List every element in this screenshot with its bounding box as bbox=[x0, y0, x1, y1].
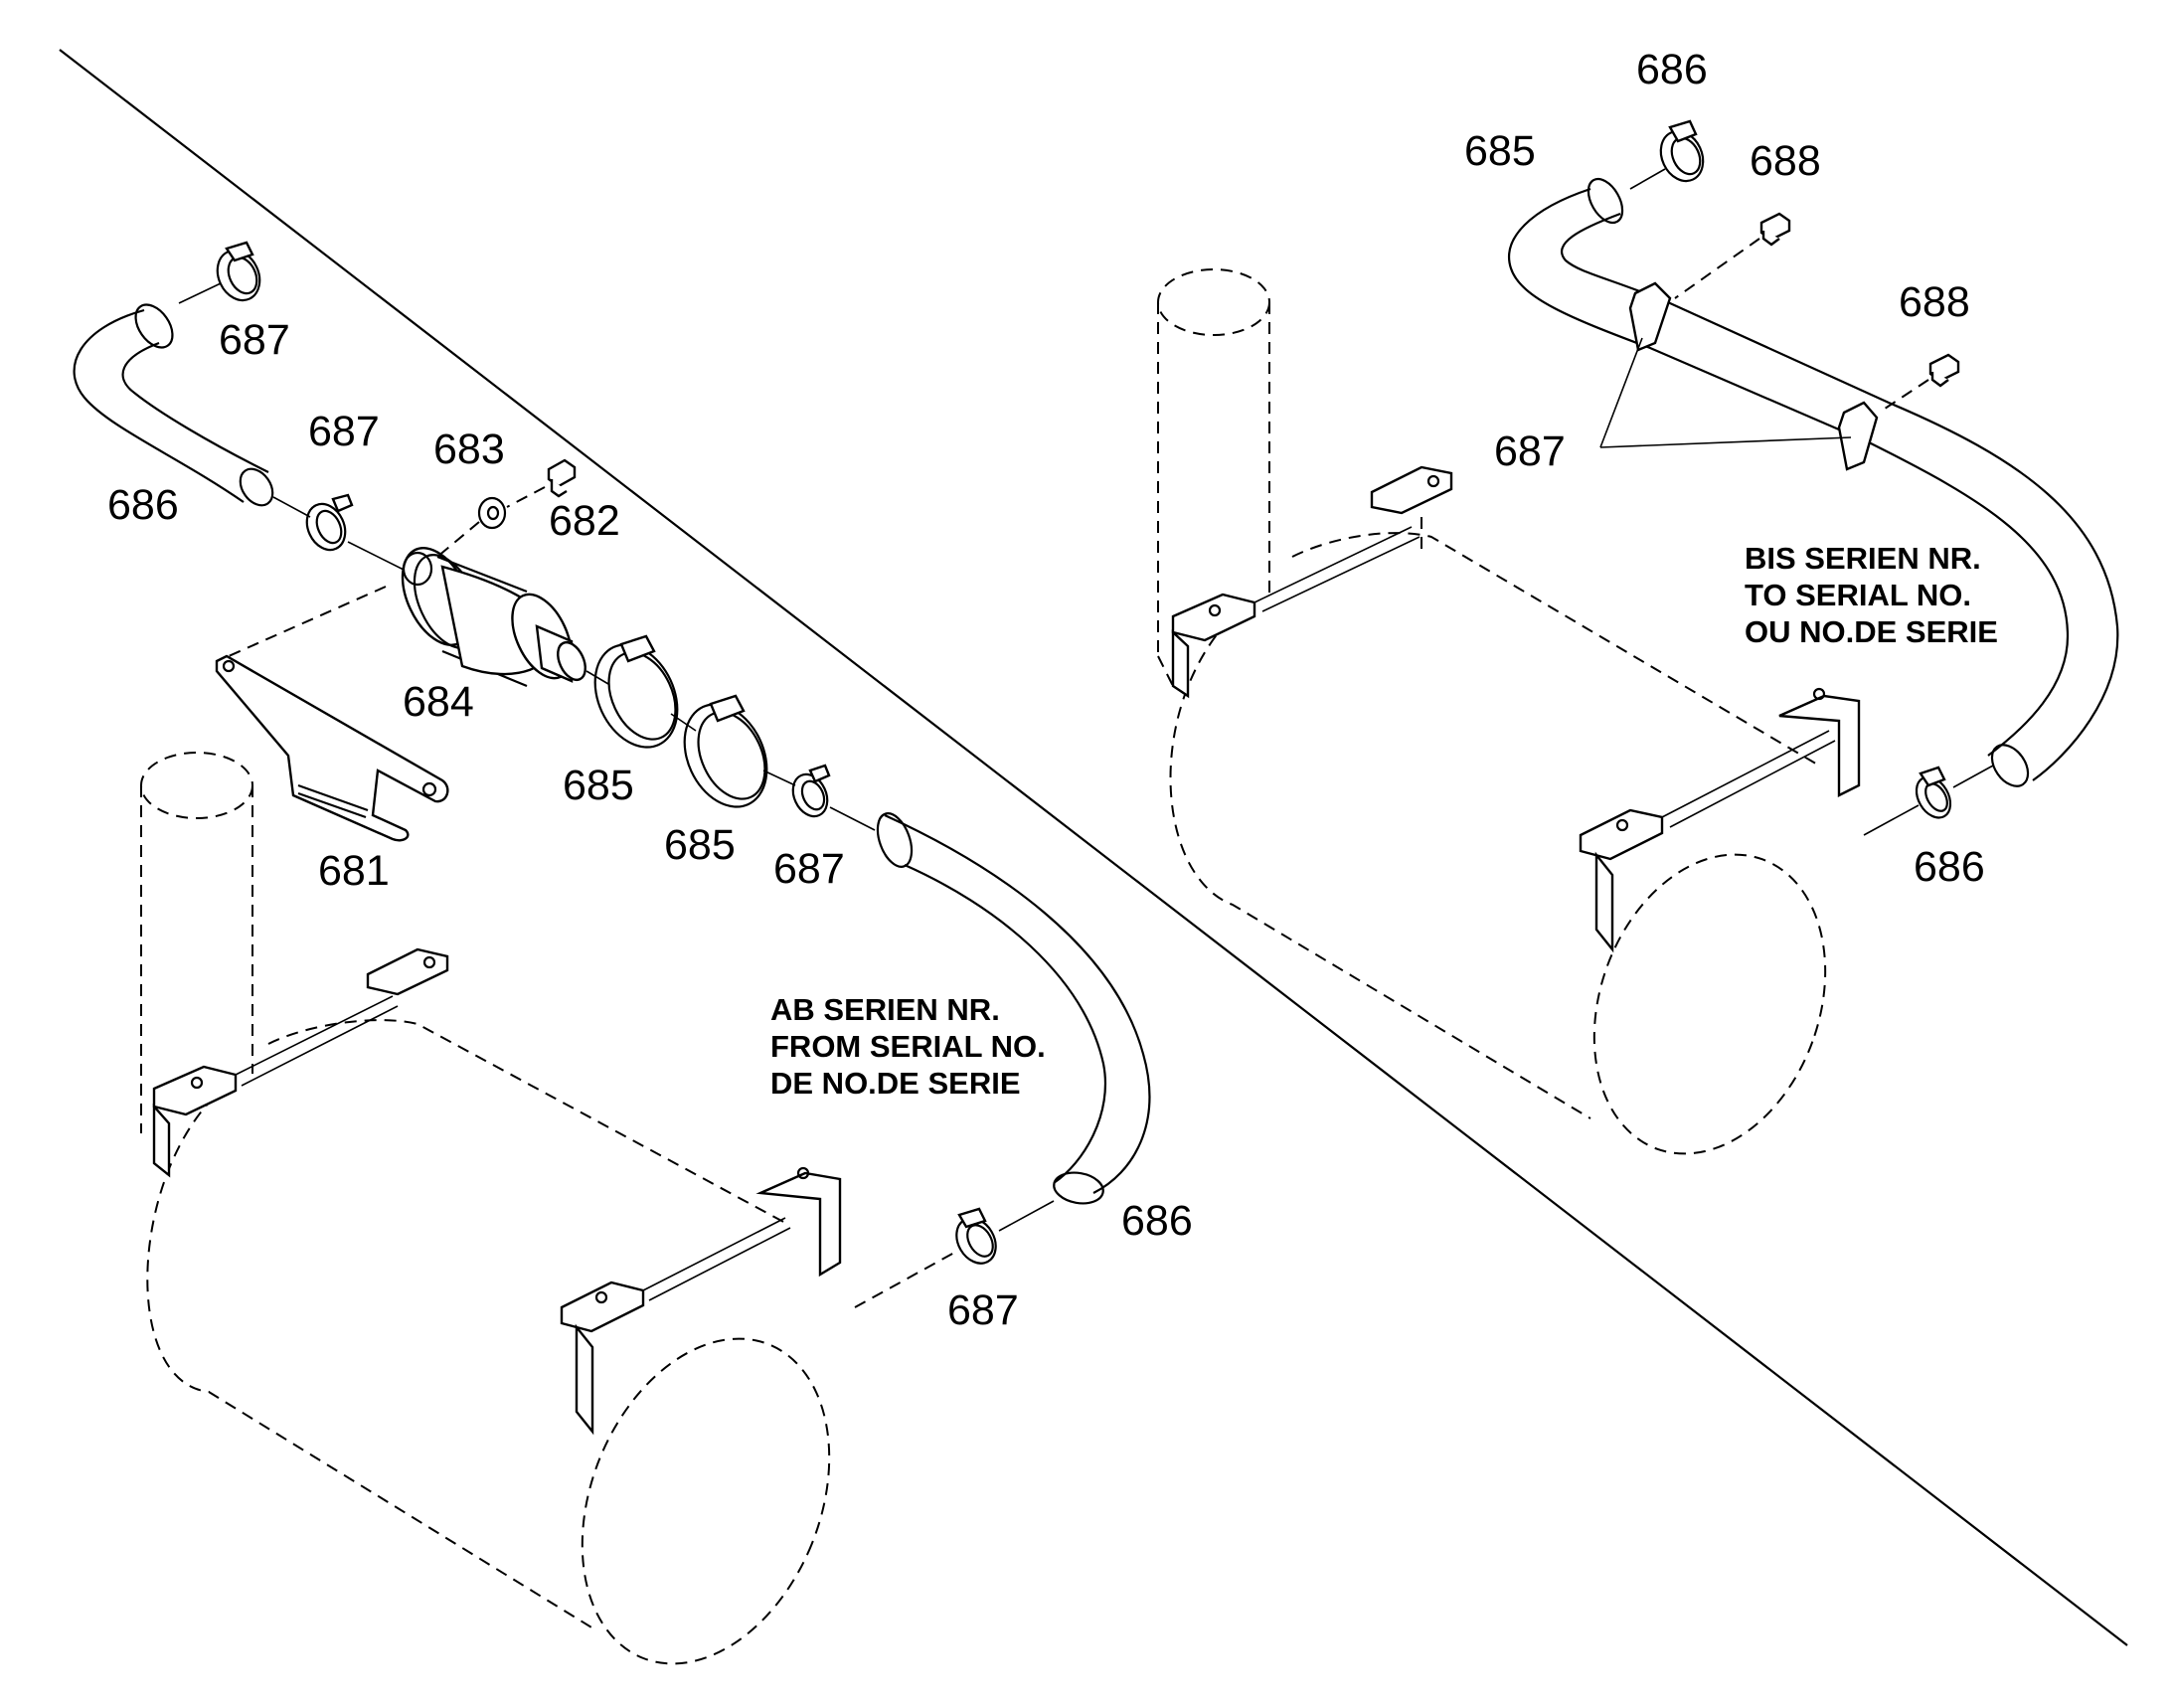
callout-687: 687 bbox=[219, 316, 290, 364]
left-washer-683 bbox=[477, 496, 507, 530]
note-left-line-2: FROM SERIAL NO. bbox=[770, 1029, 1046, 1064]
left-muffler bbox=[146, 1019, 831, 1665]
left-hose-686-top bbox=[73, 303, 274, 507]
left-clamp-687-centre bbox=[791, 764, 876, 831]
note-right-line-1: BIS SERIEN NR. bbox=[1745, 541, 1981, 576]
right-screws-688 bbox=[1674, 212, 1960, 414]
callout-686: 686 bbox=[1636, 46, 1708, 93]
callout-685: 685 bbox=[1464, 127, 1536, 175]
callout-681: 681 bbox=[318, 847, 390, 895]
callout-687: 687 bbox=[1494, 427, 1566, 475]
left-clamps-685 bbox=[585, 634, 796, 808]
right-pipe-685 bbox=[1508, 177, 2119, 787]
callout-685: 685 bbox=[664, 821, 736, 869]
callout-683: 683 bbox=[433, 426, 505, 473]
right-hose-clamp-686-top bbox=[1629, 119, 1705, 190]
right-exhaust-stack bbox=[1157, 268, 1270, 687]
note-right-line-2: TO SERIAL NO. bbox=[1745, 578, 1971, 612]
note-left-line-1: AB SERIEN NR. bbox=[770, 992, 1000, 1027]
callout-687: 687 bbox=[308, 408, 380, 455]
callout-686: 686 bbox=[1914, 843, 1985, 891]
callout-685: 685 bbox=[563, 762, 634, 809]
callout-687: 687 bbox=[947, 1286, 1019, 1334]
callout-labels: 686 685 688 688 687 686 687 686 687 683 … bbox=[107, 46, 1985, 1334]
callout-682: 682 bbox=[549, 497, 620, 545]
left-clamp-687-top bbox=[178, 241, 261, 304]
callout-688: 688 bbox=[1750, 137, 1821, 185]
right-hose-clamp-686-lower bbox=[1863, 765, 1994, 836]
callout-686: 686 bbox=[107, 481, 179, 529]
callout-686: 686 bbox=[1121, 1197, 1193, 1245]
callout-684: 684 bbox=[403, 678, 474, 726]
left-clamp-687-lower bbox=[854, 1200, 1055, 1308]
note-left-line-3: DE NO.DE SERIE bbox=[770, 1066, 1021, 1101]
left-assembly bbox=[73, 241, 1151, 1665]
divider-line bbox=[59, 49, 2128, 1646]
callout-688: 688 bbox=[1899, 278, 1970, 326]
note-right-line-3: OU NO.DE SERIE bbox=[1745, 614, 1998, 649]
left-screw-682 bbox=[436, 458, 577, 558]
right-assembly bbox=[1157, 119, 2119, 1155]
left-filter-684 bbox=[228, 546, 586, 688]
left-brackets bbox=[152, 947, 842, 1436]
callout-687: 687 bbox=[773, 845, 845, 893]
right-muffler bbox=[1169, 517, 1827, 1155]
left-bracket-681 bbox=[215, 654, 449, 842]
note-left: AB SERIEN NR. FROM SERIAL NO. DE NO.DE S… bbox=[770, 992, 1046, 1101]
left-hose-686-lower bbox=[876, 812, 1151, 1205]
left-exhaust-stack bbox=[140, 752, 253, 1133]
right-pipe-clamps bbox=[1628, 281, 1879, 471]
left-clamp-687-mid bbox=[272, 493, 409, 573]
right-brackets bbox=[1171, 465, 1861, 953]
right-687-leaders bbox=[1599, 337, 1852, 448]
note-right: BIS SERIEN NR. TO SERIAL NO. OU NO.DE SE… bbox=[1745, 541, 1998, 649]
